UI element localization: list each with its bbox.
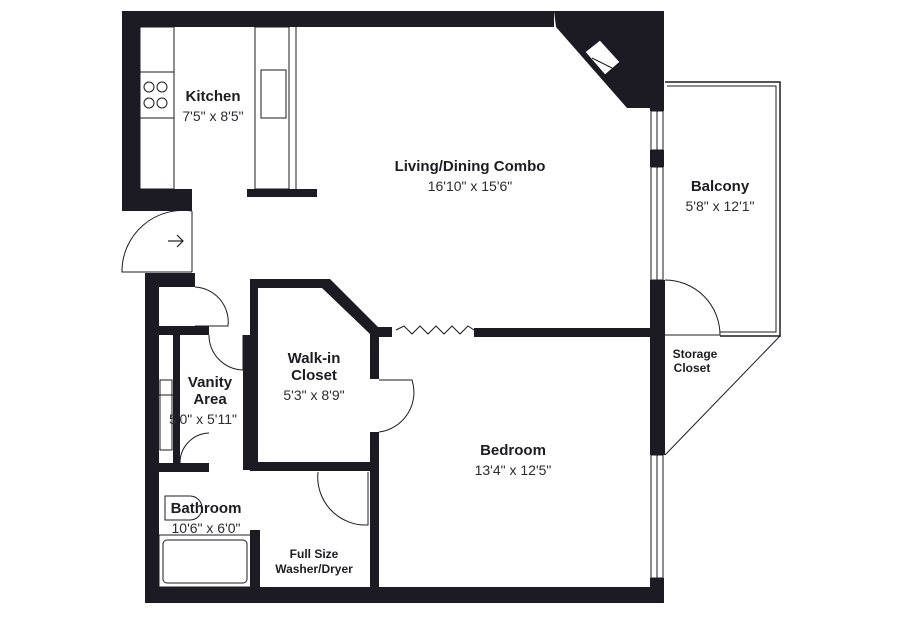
wall-left-lower xyxy=(145,273,159,603)
bifold-door-icon[interactable] xyxy=(395,325,475,335)
wall-top xyxy=(122,11,554,27)
walkin-name-1: Walk-in xyxy=(288,350,341,367)
wall-bedroom-top-left xyxy=(370,327,392,337)
wall-bedroom-left-upper xyxy=(370,327,379,379)
wall-vanity-inner xyxy=(173,335,180,463)
bathtub-icon xyxy=(158,534,252,588)
vanity-counter xyxy=(159,379,173,451)
wall-laundry-divider xyxy=(250,530,260,587)
wall-kitchen-left xyxy=(122,11,140,211)
entry-door[interactable] xyxy=(121,209,193,273)
wall-right-storage xyxy=(650,280,665,455)
wall-bottom xyxy=(145,587,664,603)
stove-burners-icon xyxy=(143,81,168,109)
vanity-name-2: Area xyxy=(193,391,227,408)
fireplace-icon xyxy=(584,39,621,76)
bathroom-fixtures xyxy=(158,379,252,588)
balcony-dims: 5'8" x 12'1" xyxy=(686,198,755,214)
wall-bedroom-top xyxy=(474,328,650,337)
walls xyxy=(122,11,665,603)
entry-arrow-icon xyxy=(168,234,184,248)
kitchen-dims: 7'5" x 8'5" xyxy=(182,108,243,124)
laundry-name-2: Washer/Dryer xyxy=(275,562,353,576)
vanity-door-2[interactable] xyxy=(179,432,210,464)
storage-door[interactable] xyxy=(664,279,721,336)
walkin-door[interactable] xyxy=(378,379,415,433)
kitchen-fixtures xyxy=(139,26,297,190)
balcony-name: Balcony xyxy=(691,178,750,195)
wall-vanity-right xyxy=(243,335,250,470)
bathroom-dims: 10'6" x 6'0" xyxy=(172,520,241,536)
vanity-door-1[interactable] xyxy=(208,334,244,371)
vanity-dims: 5'0" x 5'11" xyxy=(169,411,237,427)
wall-vanity-bottom xyxy=(159,463,209,472)
kitchen-name: Kitchen xyxy=(185,88,240,105)
balcony-outline xyxy=(664,81,781,456)
walkin-name-2: Closet xyxy=(291,367,337,384)
storage-name-2: Closet xyxy=(674,361,711,375)
wall-bedroom-left-lower xyxy=(370,432,379,587)
kitchen-counter-right xyxy=(254,26,290,190)
wall-kitchen-stub xyxy=(174,189,192,211)
wall-vanity-top xyxy=(159,326,209,335)
bathroom-name: Bathroom xyxy=(171,500,242,517)
bedroom-dims: 13'4" x 12'5" xyxy=(475,462,552,478)
wall-walkin-bottom xyxy=(250,462,378,471)
doors xyxy=(121,209,721,526)
bedroom-door[interactable] xyxy=(317,471,369,526)
wall-left-upper-stub xyxy=(145,273,195,287)
vanity-name-1: Vanity xyxy=(188,374,233,391)
room-labels: Kitchen 7'5" x 8'5" Living/Dining Combo … xyxy=(169,88,755,576)
wall-right-mid xyxy=(650,150,664,167)
sink-icon xyxy=(260,69,287,119)
laundry-name-1: Full Size xyxy=(290,547,339,561)
windows xyxy=(650,110,664,579)
living-name: Living/Dining Combo xyxy=(395,158,546,175)
walkin-dims: 5'3" x 8'9" xyxy=(283,387,344,403)
living-dims: 16'10" x 15'6" xyxy=(428,178,513,194)
wall-kitchen-counter-base xyxy=(247,189,317,197)
closet-door[interactable] xyxy=(194,286,229,327)
toilet-icon xyxy=(164,495,203,521)
storage-name-1: Storage xyxy=(673,347,718,361)
bedroom-name: Bedroom xyxy=(480,442,546,459)
kitchen-counter-left xyxy=(139,26,175,190)
